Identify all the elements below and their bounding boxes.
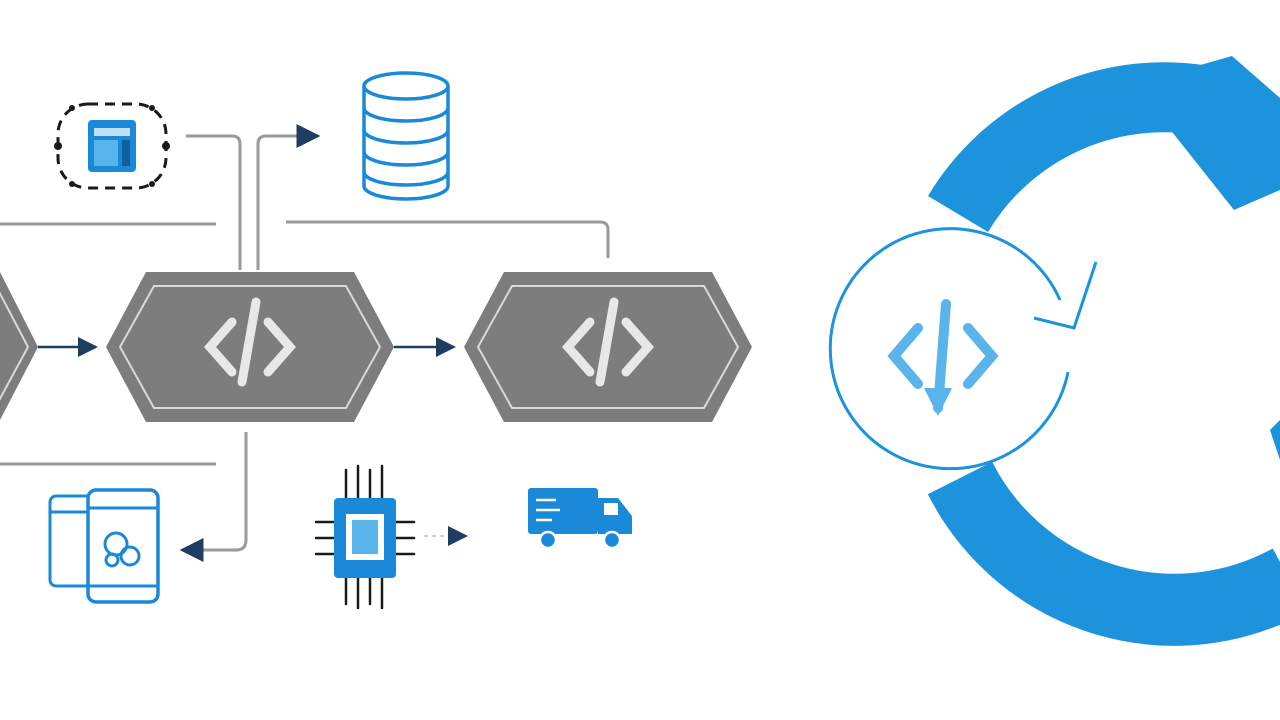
connector-stage-to-database	[256, 124, 321, 270]
delivery-truck-icon	[528, 488, 632, 550]
cycle-arrow-icon	[927, 56, 1280, 646]
connector-lines	[0, 124, 610, 562]
connector-settings-to-stage	[186, 134, 242, 270]
connector-stage-to-mobile	[179, 432, 248, 562]
code-brackets-icon	[562, 297, 654, 387]
stage-left-partial	[0, 272, 38, 420]
processor-chip-icon	[314, 464, 416, 610]
stage-center	[106, 272, 394, 422]
settings-panel-icon	[54, 102, 170, 190]
code-download-icon	[828, 227, 1098, 471]
connector-stage-to-right-stage	[286, 220, 610, 258]
stage-right	[464, 272, 752, 422]
database-icon	[362, 71, 450, 201]
arrow-chip-to-truck	[424, 526, 468, 546]
code-brackets-icon	[204, 297, 296, 387]
mobile-devices-icon	[48, 488, 160, 604]
